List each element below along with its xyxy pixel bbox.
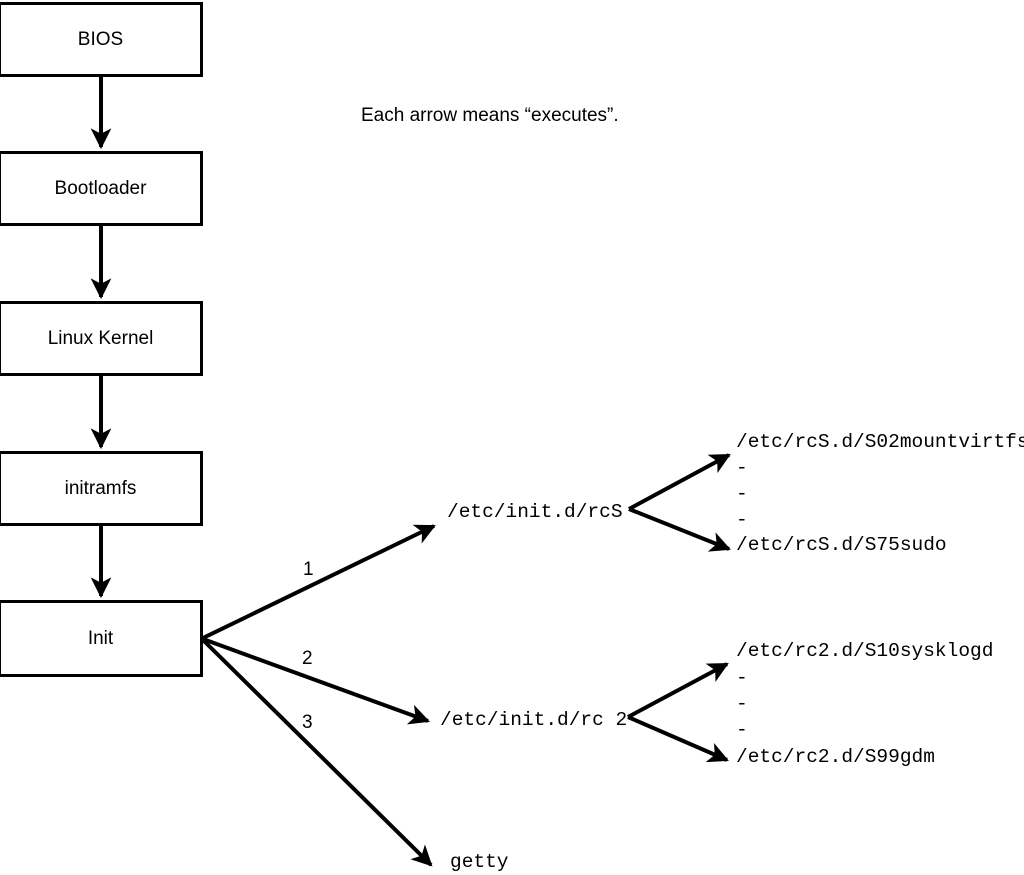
node-bios: BIOS [0, 2, 203, 77]
node-initramfs: initramfs [0, 451, 203, 526]
rc2-ellipsis-dash-2: - [736, 693, 748, 715]
rcs-ellipsis-dash-1: - [736, 457, 748, 479]
arrow-init-to-getty [201, 638, 433, 867]
node-initramfs-label: initramfs [64, 478, 137, 499]
rcs-ellipsis-dash-3: - [736, 509, 748, 531]
node-bios-label: BIOS [77, 29, 124, 50]
arrow-init-to-rcs [202, 524, 436, 640]
rc2-ellipsis-dash-1: - [736, 667, 748, 689]
rc2-script-first: /etc/rc2.d/S10sysklogd [736, 640, 994, 662]
arrow-rc2-to-first-script [627, 662, 729, 719]
rcs-ellipsis-dash-2: - [736, 483, 748, 505]
legend-note: Each arrow means “executes”. [361, 105, 619, 126]
rcs-script-last: /etc/rcS.d/S75sudo [736, 534, 947, 556]
node-bootloader: Bootloader [0, 151, 203, 226]
node-rc2-script: /etc/init.d/rc 2 [440, 709, 628, 731]
arrow-init-to-rc2 [202, 637, 430, 725]
rc2-ellipsis-dash-3: - [736, 719, 748, 741]
node-getty: getty [450, 851, 509, 873]
rc2-script-last: /etc/rc2.d/S99gdm [736, 746, 935, 768]
edge-label-3: 3 [302, 712, 313, 733]
edge-label-1: 1 [303, 559, 314, 580]
node-linux-kernel-label: Linux Kernel [47, 328, 154, 349]
rcs-script-first: /etc/rcS.d/S02mountvirtfs [736, 431, 1024, 453]
node-init-label: Init [87, 628, 114, 649]
arrow-rcs-to-first-script [628, 453, 731, 511]
edge-label-2: 2 [302, 648, 313, 669]
node-linux-kernel: Linux Kernel [0, 301, 203, 376]
arrow-rcs-to-last-script [628, 507, 731, 552]
node-bootloader-label: Bootloader [54, 178, 147, 199]
node-init: Init [0, 600, 203, 677]
node-rcs-script: /etc/init.d/rcS [447, 501, 623, 523]
arrow-rc2-to-last-script [627, 715, 729, 763]
